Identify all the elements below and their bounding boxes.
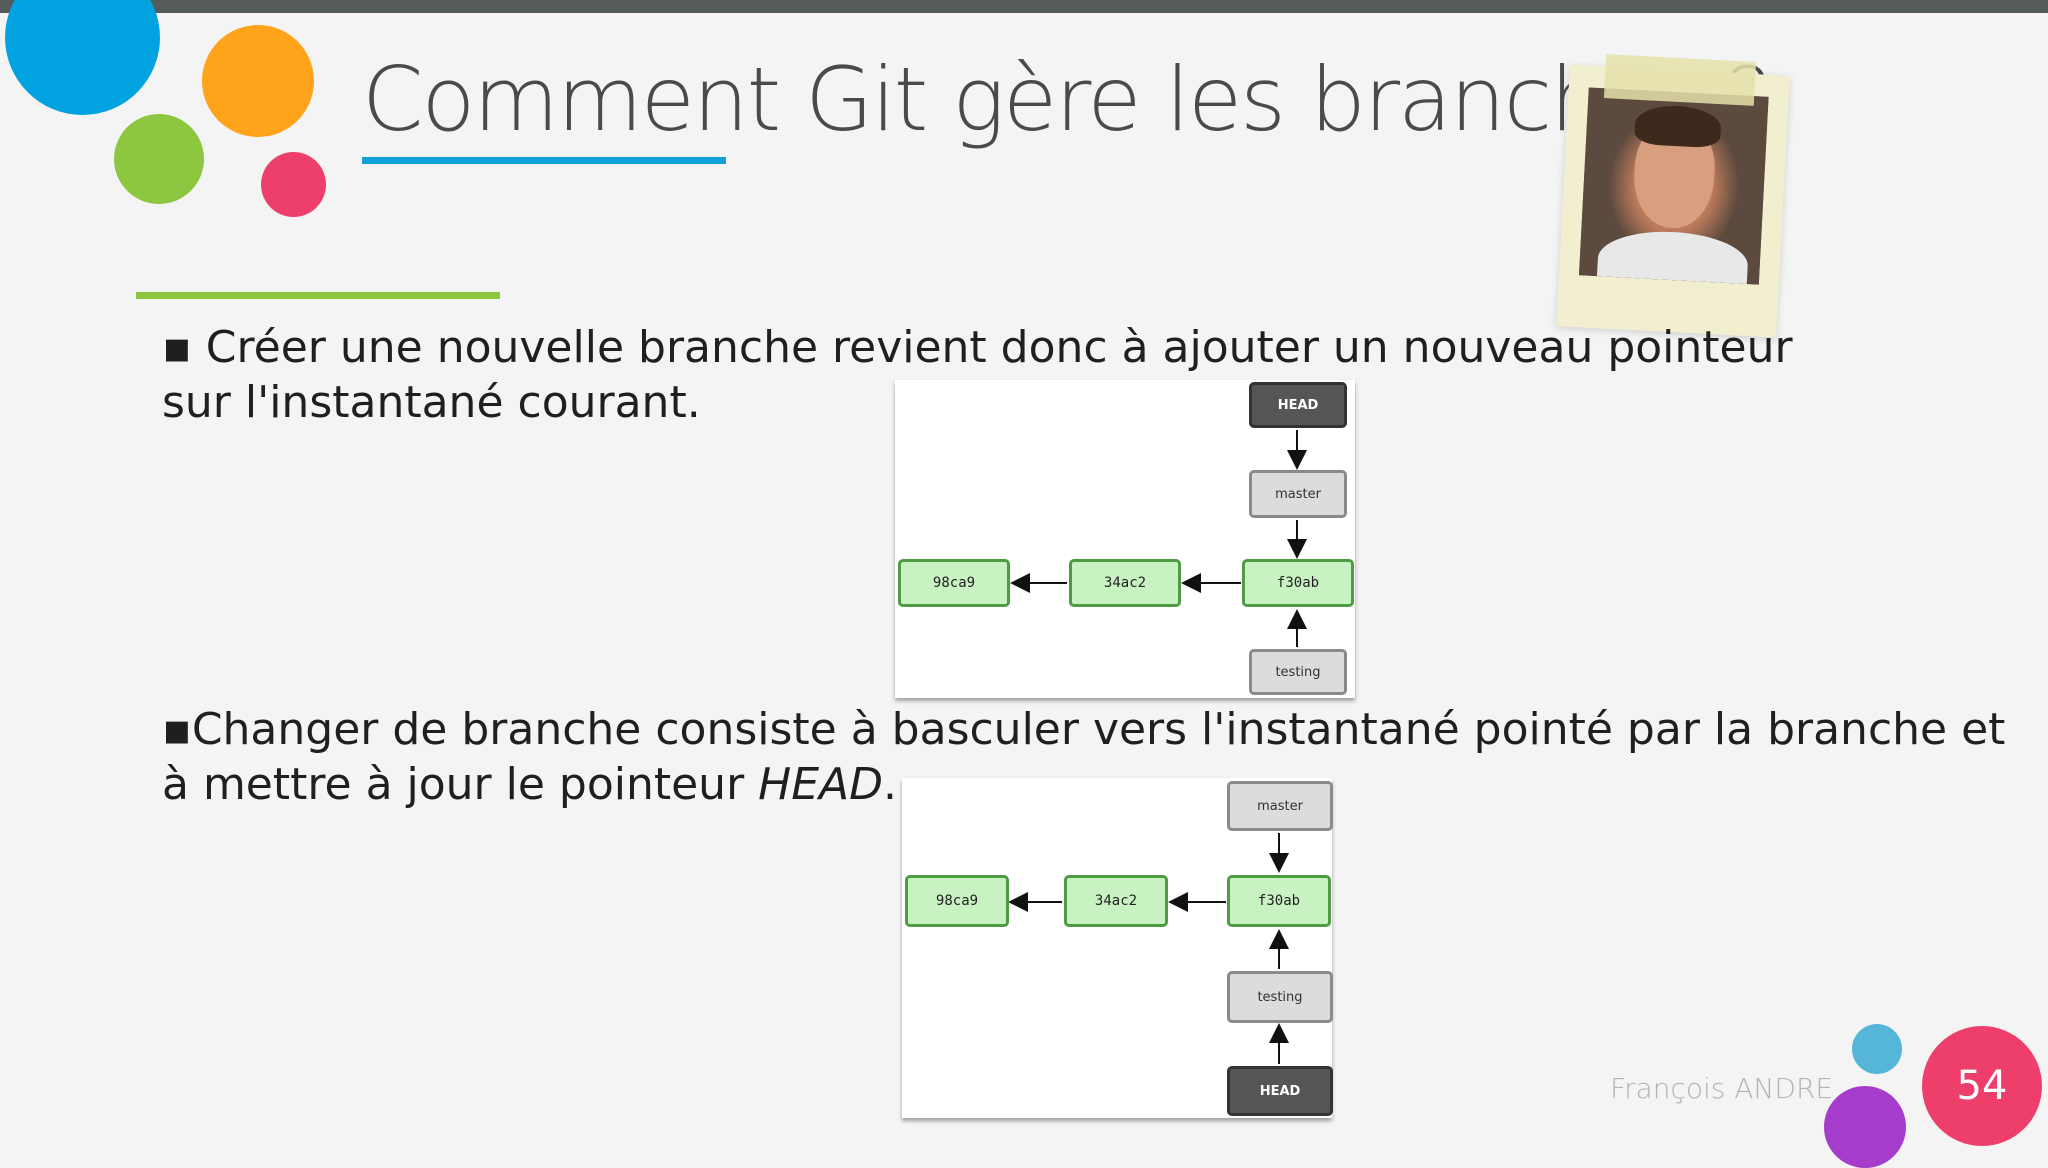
- bullet-create-branch: ▪ Créer une nouvelle branche revient don…: [162, 322, 1793, 428]
- bullet-switch-end: .: [883, 759, 898, 810]
- hair-shape: [1633, 103, 1722, 149]
- tape-strip: [1603, 54, 1757, 106]
- decorative-circle-purple: [1824, 1086, 1906, 1168]
- commit-34ac2: 34ac2: [1064, 875, 1168, 927]
- master-branch: master: [1227, 781, 1333, 831]
- bullet-switch-text: ▪Changer de branche consiste à basculer …: [162, 704, 2006, 810]
- decorative-circle-blue: [5, 0, 160, 115]
- head-emphasis: HEAD: [758, 759, 884, 810]
- diagram-1-arrows: [1010, 430, 1307, 647]
- title-underline: [362, 157, 726, 164]
- content-rule: [136, 292, 500, 299]
- testing-branch: testing: [1249, 649, 1347, 695]
- decorative-circle-light-blue: [1852, 1024, 1902, 1074]
- commit-98ca9: 98ca9: [898, 559, 1010, 607]
- decorative-circle-orange: [202, 25, 314, 137]
- decorative-circle-green: [114, 114, 204, 204]
- author-photo: [1556, 64, 1790, 338]
- commit-98ca9: 98ca9: [905, 875, 1009, 927]
- testing-branch: testing: [1227, 971, 1333, 1023]
- portrait-image: [1578, 87, 1769, 285]
- branch-diagram-2: master 98ca9 34ac2 f30ab testing HEAD: [902, 778, 1333, 1118]
- shirt-shape: [1596, 228, 1750, 285]
- master-branch: master: [1249, 470, 1347, 518]
- head-pointer: HEAD: [1249, 382, 1347, 428]
- decorative-circle-pink: [261, 152, 326, 217]
- top-bar: [0, 0, 2048, 13]
- branch-diagram-1: HEAD master 98ca9 34ac2 f30ab testing: [895, 380, 1355, 698]
- bullet-switch-branch: ▪Changer de branche consiste à basculer …: [162, 702, 2012, 812]
- commit-34ac2: 34ac2: [1069, 559, 1181, 607]
- commit-f30ab: f30ab: [1242, 559, 1354, 607]
- page-number: 54: [1922, 1026, 2042, 1146]
- head-pointer: HEAD: [1227, 1066, 1333, 1116]
- author-name: François ANDRE: [1610, 1072, 1834, 1105]
- diagram-2-arrows: [1008, 833, 1289, 1064]
- slide-title: Comment Git gère les branches ?: [362, 48, 1773, 151]
- commit-f30ab: f30ab: [1227, 875, 1331, 927]
